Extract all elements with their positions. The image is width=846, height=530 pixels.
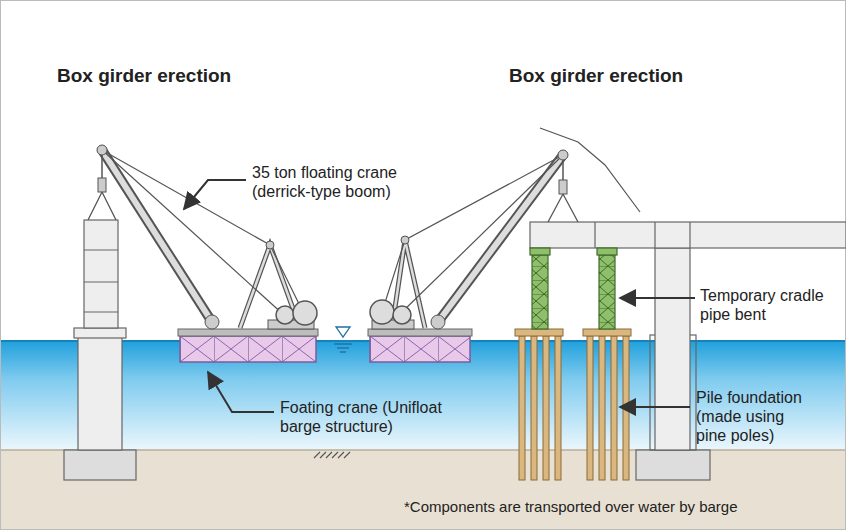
- left-floating-crane-part: [205, 315, 219, 329]
- pile-foundation-part: [555, 336, 561, 480]
- right-floating-crane-part: [382, 155, 563, 314]
- cradle-pipe-bent-part: [530, 248, 550, 255]
- river-bed: [1, 450, 845, 529]
- section-heading: Box girder erection: [57, 66, 337, 85]
- pile-foundation-part: [519, 336, 525, 480]
- right-girder-and-pier: [530, 222, 846, 480]
- pile-foundation-part: [515, 329, 563, 336]
- water-level-symbol-part: [340, 351, 346, 352]
- ground-hatch: [314, 452, 350, 458]
- left-pier-part: [74, 328, 126, 338]
- right-floating-crane-part: [370, 336, 470, 362]
- right-floating-crane-part: [392, 240, 425, 328]
- callout-label: Pile foundation (made using pine poles): [696, 388, 812, 445]
- left-pier-part: [64, 450, 136, 480]
- left-floating-crane-part: [293, 301, 317, 325]
- left-floating-crane-part: [266, 241, 274, 249]
- callout-label: Foating crane (Unifloat barge structure): [280, 398, 480, 436]
- leader-arrows-part: [620, 406, 690, 408]
- right-floating-crane-part: [431, 315, 445, 329]
- right-girder-and-pier-part: [594, 222, 595, 248]
- left-floating-crane-part: [97, 145, 107, 155]
- right-girder-and-pier-part: [654, 222, 655, 248]
- right-floating-crane-part: [392, 240, 425, 328]
- footnote: *Components are transported over water b…: [404, 497, 840, 516]
- right-girder-and-pier-part: [636, 450, 710, 480]
- left-pier-part: [84, 249, 118, 250]
- right-floating-crane-part: [438, 155, 563, 322]
- pile-foundation-part: [599, 336, 605, 480]
- leader-arrows: [184, 180, 695, 412]
- left-pier: [64, 220, 136, 480]
- right-floating-crane-part: [438, 155, 563, 322]
- callout-label: Temporary cradle pipe bent: [700, 286, 824, 324]
- left-floating-crane-part: [98, 178, 106, 192]
- leader-arrows-part: [184, 180, 246, 209]
- right-floating-crane-part: [401, 236, 409, 244]
- pile-foundation-part: [531, 336, 537, 480]
- right-floating-crane-part: [559, 180, 567, 194]
- pile-foundation-part: [611, 336, 617, 480]
- left-pier-part: [84, 311, 118, 312]
- right-floating-crane: [368, 150, 578, 362]
- water-level-symbol: [334, 327, 352, 352]
- left-pier-part: [84, 281, 118, 282]
- cradle-pipe-bent-part: [597, 248, 617, 255]
- pile-foundation-part: [543, 336, 549, 480]
- left-floating-crane-part: [88, 192, 116, 220]
- right-floating-crane-part: [548, 194, 578, 222]
- left-floating-crane-part: [178, 329, 318, 336]
- left-floating-crane-part: [276, 306, 294, 324]
- callout-label: 35 ton floating crane (derrick-type boom…: [252, 163, 427, 201]
- pile-foundation: [515, 329, 631, 480]
- left-pier-part: [84, 220, 118, 328]
- right-floating-crane-part: [370, 300, 394, 324]
- right-girder-and-pier-part: [655, 248, 690, 450]
- leader-arrows-part: [620, 297, 695, 299]
- right-girder-and-pier-part: [530, 222, 846, 248]
- ground-hatch-part: [314, 452, 350, 458]
- left-pier-part: [78, 335, 122, 450]
- left-floating-crane-part: [102, 150, 212, 322]
- cradle-pipe-bent-part: [532, 255, 548, 329]
- water-level-symbol-part: [337, 347, 349, 348]
- right-floating-crane-part: [368, 329, 472, 336]
- water-level-symbol-part: [334, 343, 352, 344]
- right-girder-and-pier-part: [689, 222, 690, 248]
- left-floating-crane-part: [180, 336, 316, 362]
- section-heading: Box girder erection: [509, 66, 789, 85]
- pile-foundation-part: [583, 329, 631, 336]
- pile-foundation-part: [587, 336, 593, 480]
- water-level-symbol-part: [336, 327, 350, 337]
- left-floating-crane-part: [102, 150, 212, 322]
- right-floating-crane-part: [558, 150, 568, 160]
- leader-arrows-part: [208, 372, 274, 412]
- cradle-pipe-bent: [530, 248, 617, 329]
- right-floating-crane-part: [393, 306, 411, 324]
- cradle-pipe-bent-part: [599, 255, 615, 329]
